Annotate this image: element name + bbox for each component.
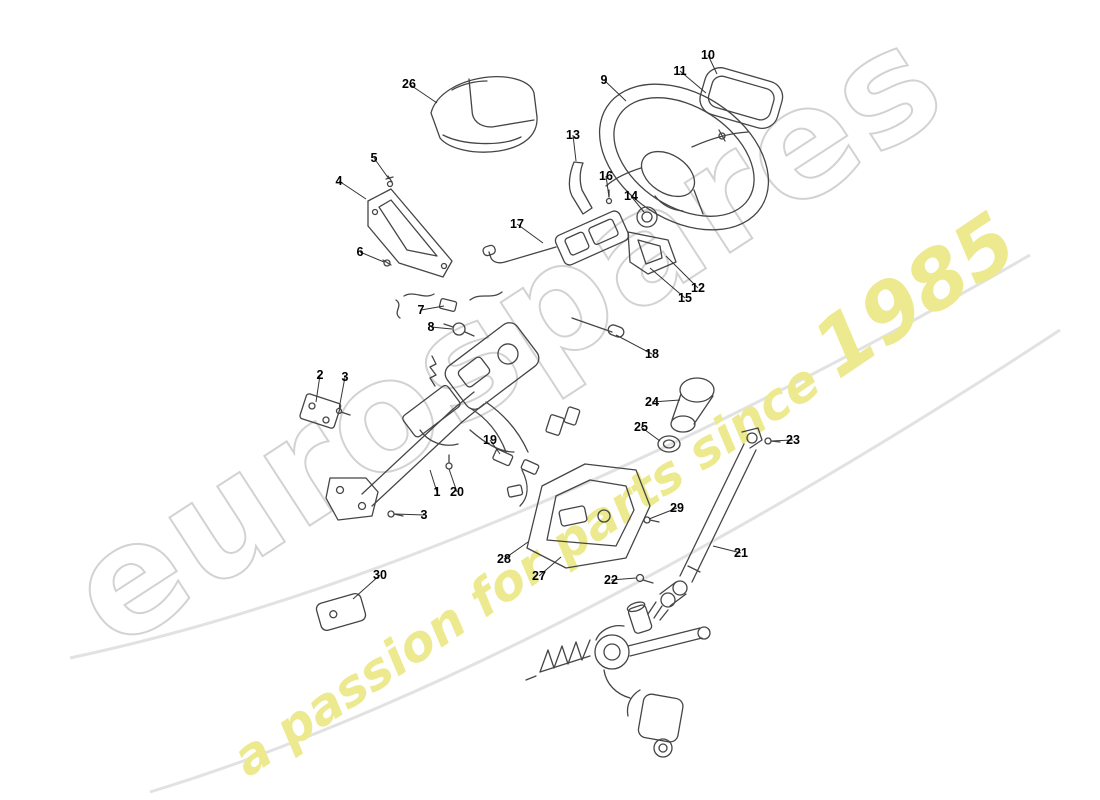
lower-harness-part bbox=[469, 401, 581, 507]
leader-line-27 bbox=[538, 556, 562, 577]
leader-line-5 bbox=[373, 157, 390, 180]
part-label-17[interactable]: 17 bbox=[510, 216, 524, 231]
part-label-6[interactable]: 6 bbox=[356, 244, 364, 259]
part-label-30[interactable]: 30 bbox=[373, 567, 387, 582]
part-label-2[interactable]: 2 bbox=[316, 367, 324, 382]
part-label-3[interactable]: 3 bbox=[341, 369, 349, 384]
part-label-25[interactable]: 25 bbox=[634, 419, 648, 434]
part-label-27[interactable]: 27 bbox=[532, 568, 546, 583]
id-plate-part bbox=[315, 592, 367, 632]
steering-rack-part bbox=[525, 601, 711, 758]
part-label-20[interactable]: 20 bbox=[450, 484, 464, 499]
leader-line-7 bbox=[420, 305, 445, 311]
upper-shroud-part bbox=[430, 76, 538, 153]
leader-line-8 bbox=[430, 326, 453, 330]
leader-line-3 bbox=[394, 513, 425, 516]
part-label-29[interactable]: 29 bbox=[670, 500, 684, 515]
part-label-10[interactable]: 10 bbox=[701, 47, 715, 62]
steering-column-part bbox=[325, 322, 540, 521]
column-switchgear-part bbox=[482, 161, 677, 275]
leader-line-4 bbox=[338, 180, 367, 200]
part-label-24[interactable]: 24 bbox=[645, 394, 659, 409]
wiring-harness-part bbox=[395, 291, 503, 337]
part-label-7[interactable]: 7 bbox=[417, 302, 425, 317]
part-label-21[interactable]: 21 bbox=[734, 545, 748, 560]
watermark-swoosh-lower bbox=[149, 328, 1061, 794]
leader-line-12 bbox=[665, 255, 699, 289]
leader-line-1 bbox=[429, 469, 438, 493]
part-label-19[interactable]: 19 bbox=[483, 432, 497, 447]
screw-6 bbox=[382, 259, 392, 267]
leader-line-24 bbox=[651, 399, 681, 403]
part-label-16[interactable]: 16 bbox=[599, 168, 613, 183]
screw-5 bbox=[385, 175, 394, 188]
leader-line-17 bbox=[516, 223, 544, 244]
intermediate-shaft-part bbox=[635, 427, 781, 621]
airbag-module-part bbox=[699, 67, 784, 142]
part-label-12[interactable]: 12 bbox=[691, 280, 705, 295]
part-label-18[interactable]: 18 bbox=[645, 346, 659, 361]
leader-line-26 bbox=[408, 83, 438, 104]
part-label-3[interactable]: 3 bbox=[420, 507, 428, 522]
lower-shroud-part bbox=[526, 463, 660, 569]
part-label-23[interactable]: 23 bbox=[786, 432, 800, 447]
part-label-11[interactable]: 11 bbox=[673, 63, 687, 78]
part-label-22[interactable]: 22 bbox=[604, 572, 618, 587]
leader-line-28 bbox=[503, 541, 529, 560]
leader-line-3 bbox=[338, 376, 346, 410]
leader-line-13 bbox=[572, 134, 577, 162]
part-label-4[interactable]: 4 bbox=[335, 173, 343, 188]
leader-line-15 bbox=[649, 267, 686, 299]
leader-line-18 bbox=[615, 334, 653, 355]
leader-line-6 bbox=[359, 251, 385, 263]
part-label-1[interactable]: 1 bbox=[433, 484, 441, 499]
coupling-boot-part bbox=[657, 377, 715, 453]
leader-line-2 bbox=[315, 374, 321, 403]
part-label-26[interactable]: 26 bbox=[402, 76, 416, 91]
watermark-swoosh bbox=[69, 253, 1031, 660]
leader-line-25 bbox=[640, 426, 661, 442]
leader-lines-layer bbox=[315, 54, 794, 600]
leader-line-20 bbox=[448, 468, 458, 493]
leader-line-19 bbox=[489, 439, 501, 455]
leader-line-14 bbox=[630, 195, 645, 213]
leader-line-11 bbox=[679, 70, 707, 94]
part-label-9[interactable]: 9 bbox=[600, 72, 608, 87]
leader-line-22 bbox=[610, 577, 637, 581]
leader-line-10 bbox=[707, 54, 718, 75]
mounting-bracket-part bbox=[367, 175, 453, 278]
part-label-28[interactable]: 28 bbox=[497, 551, 511, 566]
leader-line-21 bbox=[712, 545, 742, 554]
leader-line-9 bbox=[603, 79, 627, 102]
right-stalk-part bbox=[571, 317, 625, 338]
screw-29 bbox=[643, 516, 660, 524]
part-label-14[interactable]: 14 bbox=[624, 188, 638, 203]
part-label-8[interactable]: 8 bbox=[427, 319, 435, 334]
watermark: eurospares a passion for parts since 198… bbox=[37, 0, 1061, 794]
part-label-15[interactable]: 15 bbox=[678, 290, 692, 305]
leader-line-16 bbox=[605, 175, 610, 198]
steering-wheel-part bbox=[598, 83, 770, 231]
leader-line-29 bbox=[648, 507, 678, 520]
bolt-22 bbox=[635, 573, 654, 584]
leader-line-30 bbox=[352, 574, 381, 600]
part-label-13[interactable]: 13 bbox=[566, 127, 580, 142]
parts-line-art bbox=[299, 67, 784, 758]
part-label-5[interactable]: 5 bbox=[370, 150, 378, 165]
leader-line-23 bbox=[770, 439, 794, 442]
